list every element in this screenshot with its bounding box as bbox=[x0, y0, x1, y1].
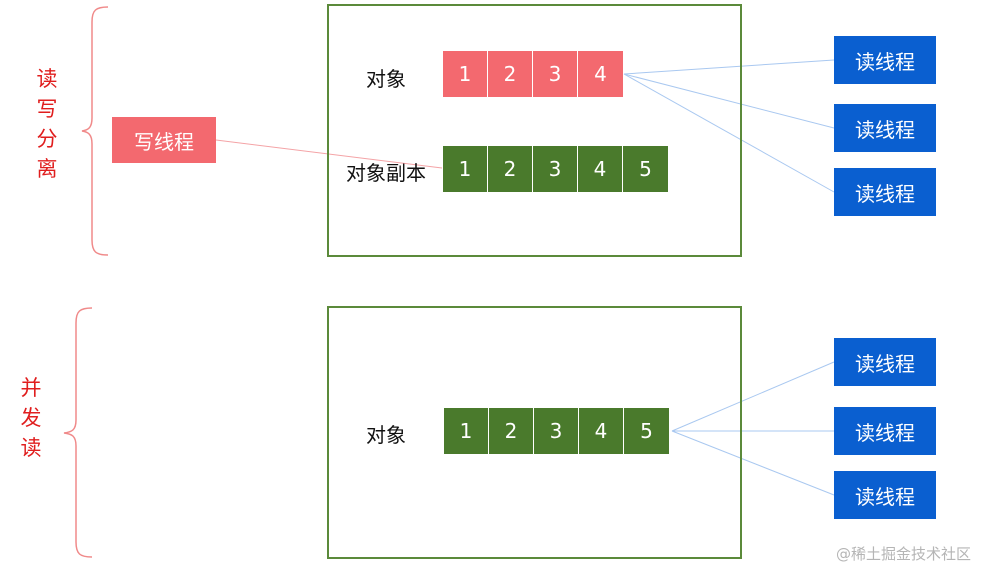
top-object-cells: 1 2 3 4 bbox=[443, 51, 623, 97]
bottom-object-label: 对象 bbox=[366, 423, 406, 447]
object-cell: 3 bbox=[533, 51, 578, 97]
object-cell: 3 bbox=[534, 408, 579, 454]
top-reader-thread-1: 读线程 bbox=[834, 36, 936, 84]
top-reader-thread-3: 读线程 bbox=[834, 168, 936, 216]
copy-cell: 2 bbox=[488, 146, 533, 192]
concurrent-read-label: 并发读 bbox=[20, 376, 42, 460]
object-cell: 2 bbox=[488, 51, 533, 97]
writer-thread-box: 写线程 bbox=[112, 117, 216, 163]
copy-cell: 1 bbox=[443, 146, 488, 192]
object-cell: 1 bbox=[443, 51, 488, 97]
bottom-reader-thread-2: 读线程 bbox=[834, 407, 936, 455]
copy-cell: 3 bbox=[533, 146, 578, 192]
top-object-label: 对象 bbox=[366, 67, 406, 91]
object-cell: 5 bbox=[624, 408, 669, 454]
top-container-frame bbox=[327, 4, 742, 257]
object-cell: 1 bbox=[444, 408, 489, 454]
object-cell: 4 bbox=[578, 51, 623, 97]
bottom-reader-thread-1: 读线程 bbox=[834, 338, 936, 386]
object-cell: 4 bbox=[579, 408, 624, 454]
top-section-brace bbox=[81, 6, 109, 256]
bottom-section-brace bbox=[63, 307, 93, 558]
bottom-object-cells: 1 2 3 4 5 bbox=[444, 408, 669, 454]
bottom-reader-thread-3: 读线程 bbox=[834, 471, 936, 519]
top-reader-thread-2: 读线程 bbox=[834, 104, 936, 152]
read-write-separation-label: 读写分离 bbox=[36, 67, 58, 181]
watermark: @稀土掘金技术社区 bbox=[836, 545, 972, 563]
copy-cell: 4 bbox=[578, 146, 623, 192]
copy-cell: 5 bbox=[623, 146, 668, 192]
object-copy-label: 对象副本 bbox=[346, 161, 426, 185]
bottom-container-frame bbox=[327, 306, 742, 559]
object-cell: 2 bbox=[489, 408, 534, 454]
object-copy-cells: 1 2 3 4 5 bbox=[443, 146, 668, 192]
